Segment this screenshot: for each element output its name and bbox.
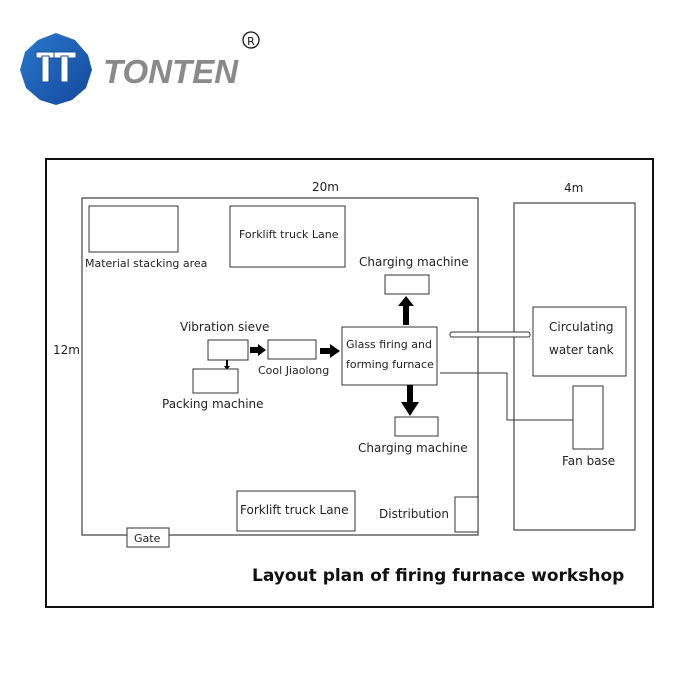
brand-logo: TONTEN R: [20, 31, 260, 105]
material-stacking-area-box: [88, 205, 179, 253]
forklift-lane-top-label: Forklift truck Lane: [239, 228, 339, 241]
hexagon-logo-icon: [20, 33, 92, 105]
charging-machine-bottom-label: Charging machine: [358, 441, 468, 455]
arrow-down-icon: [401, 385, 419, 416]
gate-label: Gate: [134, 532, 161, 545]
water-pipe: [449, 331, 531, 338]
fan-base-box: [572, 385, 604, 450]
water-tank-box: [532, 306, 627, 377]
vibration-sieve-label: Vibration sieve: [180, 320, 269, 334]
water-tank-label-line1: Circulating: [549, 320, 614, 334]
fan-duct: [440, 372, 573, 421]
cool-jiaolong-label: Cool Jiaolong: [258, 364, 329, 377]
fan-base-label: Fan base: [562, 454, 615, 468]
glass-furnace-label-line1: Glass firing and: [346, 338, 432, 351]
diagram-title: Layout plan of firing furnace workshop: [252, 566, 624, 586]
dimension-width-main: 20m: [312, 180, 339, 194]
forklift-lane-bottom-label: Forklift truck Lane: [240, 503, 349, 517]
glass-furnace-box: [341, 326, 438, 386]
side-building-wall: [513, 202, 636, 531]
gate-box: [126, 527, 170, 548]
distribution-box: [454, 496, 479, 533]
material-stacking-area-label: Material stacking area: [85, 257, 207, 270]
tt-glyph-icon: [35, 51, 77, 83]
glass-furnace-label-line2: forming furnace: [346, 358, 434, 371]
registered-mark-circle: [242, 31, 260, 49]
diagram-frame: [45, 158, 654, 608]
dimension-height-main: 12m: [53, 343, 80, 357]
forklift-lane-bottom-box: [236, 490, 356, 532]
charging-machine-bottom-box: [394, 416, 439, 437]
arrow-right-icon: [320, 344, 340, 358]
cool-jiaolong-box: [267, 339, 317, 360]
vibration-sieve-box: [207, 339, 249, 361]
packing-machine-box: [192, 368, 239, 394]
arrow-down-small-icon: [224, 360, 230, 370]
charging-machine-top-label: Charging machine: [359, 255, 469, 269]
charging-machine-top-box: [384, 274, 430, 295]
main-workshop-wall: [81, 197, 479, 536]
packing-machine-label: Packing machine: [162, 397, 264, 411]
water-tank-label-line2: water tank: [549, 343, 614, 357]
brand-name: TONTEN: [103, 53, 239, 90]
arrow-right-icon: [250, 344, 266, 356]
registered-mark: R: [247, 35, 255, 48]
forklift-lane-top-box: [229, 205, 346, 268]
distribution-label: Distribution: [379, 507, 449, 521]
dimension-width-side: 4m: [564, 181, 583, 195]
arrow-up-icon: [398, 296, 414, 325]
